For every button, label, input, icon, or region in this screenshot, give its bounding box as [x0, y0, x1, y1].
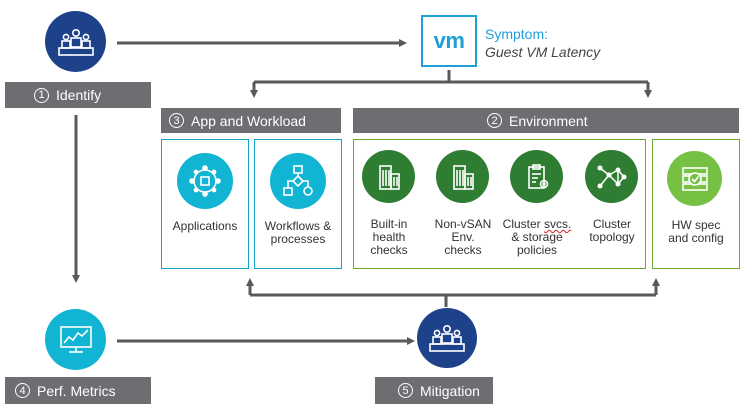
workflows-card [254, 139, 342, 269]
perf-metrics-node [45, 309, 106, 370]
hw-icon-circle [667, 151, 722, 206]
non-vsan-label: Non-vSAN Env. checks [434, 217, 492, 257]
building-icon [452, 164, 474, 190]
environment-label: 2 Environment [353, 108, 739, 133]
clipboard-gear-icon [527, 163, 548, 189]
applications-card [161, 139, 249, 269]
applications-label: Applications [172, 219, 238, 233]
cluster-svcs-label: Cluster svcs. & storage policies [502, 217, 572, 257]
symptom-title: Symptom: [485, 26, 549, 42]
builtin-health-label: Built-in health checks [370, 217, 408, 257]
symptom-subtitle: Guest VM Latency [485, 44, 601, 60]
cluster-topology-label: Cluster topology [589, 217, 635, 244]
cluster-svcs-icon-circle [510, 150, 563, 203]
mitigation-node [417, 308, 477, 368]
health-icon-circle [362, 150, 415, 203]
step-number: 5 [398, 383, 413, 398]
workflows-label: Workflows & processes [264, 219, 332, 246]
identify-label: 1 Identify [5, 82, 151, 108]
hw-spec-label: HW spec and config [668, 218, 724, 245]
step-number: 1 [34, 87, 49, 103]
server-check-icon [681, 166, 708, 191]
topology-icon-circle [585, 150, 638, 203]
monitor-chart-icon [59, 325, 92, 353]
env-icon-circle [436, 150, 489, 203]
team-icon [429, 324, 465, 352]
team-icon [57, 28, 94, 56]
vm-logo: vm [421, 15, 477, 67]
mitigation-label: 5 Mitigation [375, 377, 493, 404]
network-hub-icon [189, 165, 221, 197]
app-workload-label: 3 App and Workload [161, 108, 341, 133]
step-number: 4 [15, 383, 30, 398]
perf-metrics-label: 4 Perf. Metrics [5, 377, 151, 404]
workflows-icon-circle [270, 153, 326, 209]
applications-icon-circle [177, 153, 233, 209]
step-number: 2 [487, 113, 502, 128]
environment-card-group [353, 139, 646, 269]
flowchart-icon [283, 165, 313, 196]
identify-node [45, 11, 106, 72]
building-icon [378, 164, 400, 190]
hw-spec-card [652, 139, 740, 269]
topology-icon [596, 164, 627, 189]
step-number: 3 [169, 113, 184, 128]
